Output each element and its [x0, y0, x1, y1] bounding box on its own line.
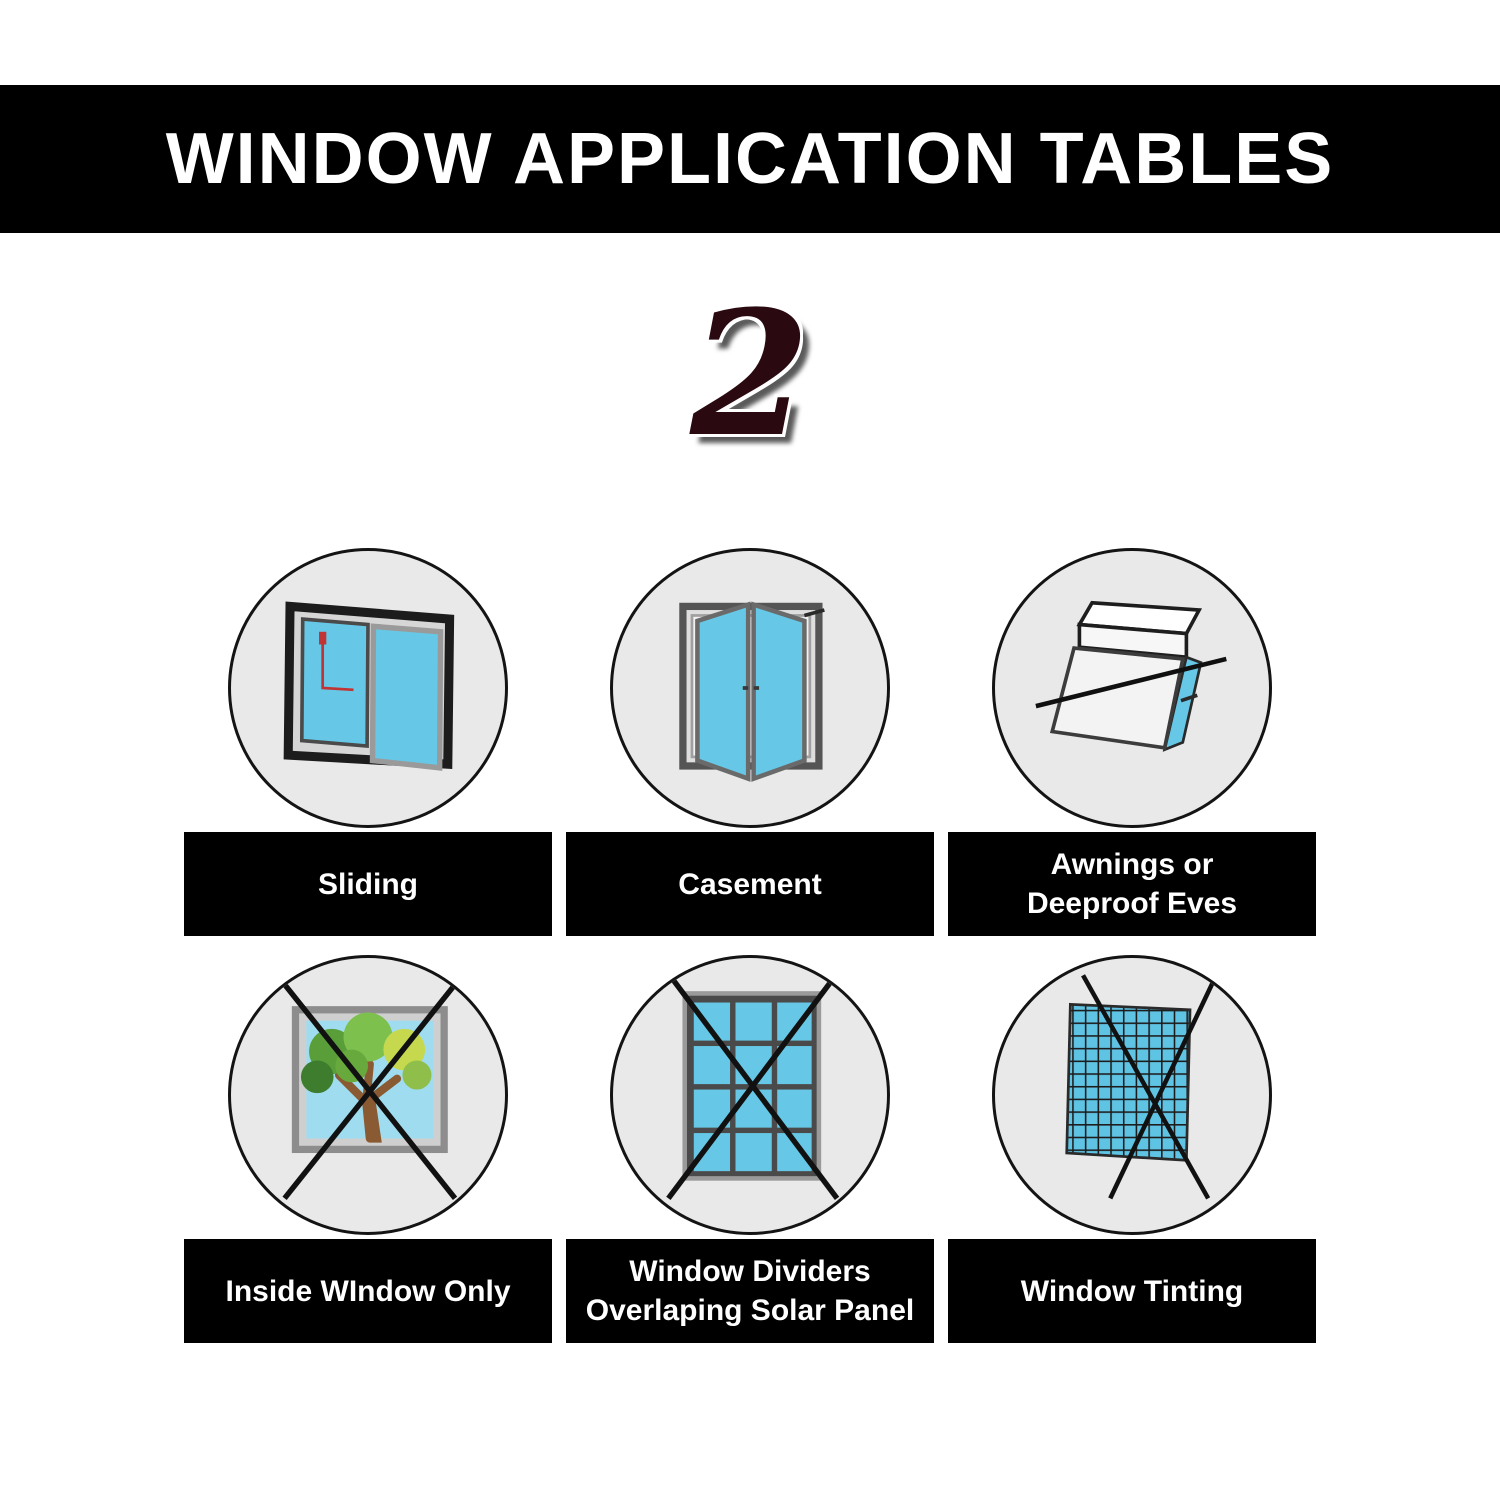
- section-number: 2: [690, 272, 810, 475]
- label-bar-sliding: Sliding: [184, 832, 552, 936]
- icon-circle-tinting: [992, 955, 1272, 1235]
- application-grid: Sliding Casement: [177, 548, 1323, 1343]
- label-bar-tinting: Window Tinting: [948, 1239, 1316, 1343]
- icon-circle-casement: [610, 548, 890, 828]
- label-bar-dividers: Window Dividers Overlaping Solar Panel: [566, 1239, 934, 1343]
- tinted-window-icon: [1065, 974, 1216, 1200]
- divided-window-icon: [666, 971, 840, 1200]
- label-tinting: Window Tinting: [1020, 1274, 1244, 1308]
- grid-cell-sliding: Sliding: [177, 548, 559, 936]
- label-bar-awnings: Awnings or Deeproof Eves: [948, 832, 1316, 936]
- casement-window-icon: [679, 601, 825, 782]
- grid-cell-inside-window: Inside WIndow Only: [177, 955, 559, 1343]
- label-bar-inside-window: Inside WIndow Only: [184, 1239, 552, 1343]
- title-banner: WINDOW APPLICATION TABLES: [0, 85, 1500, 233]
- icon-circle-sliding: [228, 548, 508, 828]
- awning-window-icon: [1035, 600, 1227, 752]
- grid-cell-tinting: Window Tinting: [941, 955, 1323, 1343]
- tree-window-icon: [282, 982, 458, 1201]
- label-casement: Casement: [678, 867, 822, 901]
- icon-circle-dividers: [610, 955, 890, 1235]
- grid-cell-dividers: Window Dividers Overlaping Solar Panel: [559, 955, 941, 1343]
- label-awnings: Awnings or Deeproof Eves: [1026, 848, 1238, 920]
- icon-circle-awnings: [992, 548, 1272, 828]
- page-title: WINDOW APPLICATION TABLES: [165, 119, 1335, 199]
- icon-circle-inside-window: [228, 955, 508, 1235]
- grid-cell-casement: Casement: [559, 548, 941, 936]
- label-dividers: Window Dividers Overlaping Solar Panel: [585, 1255, 915, 1327]
- sliding-window-icon: [283, 601, 455, 771]
- label-bar-casement: Casement: [566, 832, 934, 936]
- label-sliding: Sliding: [318, 867, 418, 901]
- grid-cell-awnings: Awnings or Deeproof Eves: [941, 548, 1323, 936]
- label-inside-window: Inside WIndow Only: [225, 1274, 511, 1308]
